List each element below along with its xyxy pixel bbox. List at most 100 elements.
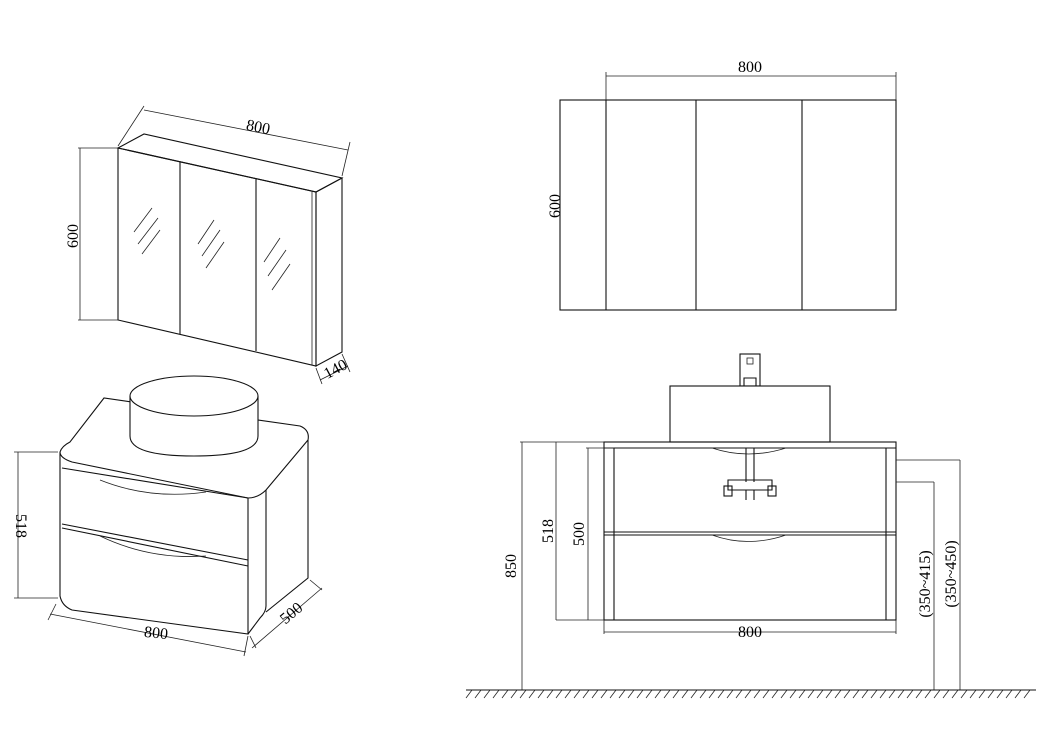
siphon-height-label-2: (350~450) [943, 540, 960, 607]
floor-hatch-line [708, 689, 716, 699]
vanity-cabinet-height-label: 518 [540, 519, 557, 543]
floor-hatch-line [564, 689, 572, 699]
vanity-front: 800 850 518 500 (350~415) (350~450) [465, 353, 1036, 699]
mirror-cabinet-front: 800 600 [547, 59, 897, 311]
floor-hatch-line [591, 689, 599, 699]
floor-hatch-line [519, 689, 527, 699]
floor-hatch-line [843, 689, 851, 699]
vanity-iso-depth-dimension: 500 [249, 579, 323, 649]
floor-hatch-line [987, 689, 995, 699]
floor-hatch-line [555, 689, 563, 699]
floor-hatch-line [609, 689, 617, 699]
floor-hatch-line [852, 689, 860, 699]
mirror-front-outline [559, 99, 897, 311]
floor-hatch-line [870, 689, 878, 699]
mirror-front-width-label: 800 [738, 59, 762, 76]
mirror-front-height-label: 600 [547, 194, 564, 218]
floor-hatch-line [771, 689, 779, 699]
floor-hatch-line [807, 689, 815, 699]
floor-hatch-line [951, 689, 959, 699]
mirror-front-height-dimension: 600 [547, 194, 564, 218]
mirror-iso-height-dimension: 600 [65, 147, 118, 321]
floor-hatch-line [879, 689, 887, 699]
floor-hatch-line [906, 689, 914, 699]
floor-hatch-line [744, 689, 752, 699]
vanity-iso-height-label: 518 [12, 514, 29, 538]
floor-hatch-line [996, 689, 1004, 699]
vanity-front-width-label: 800 [738, 624, 762, 641]
floor-hatch-line [627, 689, 635, 699]
floor-hatch-line [645, 689, 653, 699]
floor-hatch-line [978, 689, 986, 699]
floor-hatch-line [1005, 689, 1013, 699]
floor-hatch-line [726, 689, 734, 699]
vanity-front-width-dimension: 800 [603, 620, 897, 641]
drain-trap [723, 448, 777, 500]
floor-hatch-line [861, 689, 869, 699]
floor-hatch-line [483, 689, 491, 699]
floor-hatch-line [1014, 689, 1022, 699]
floor-hatch-line [600, 689, 608, 699]
mirror-iso-width-label: 800 [245, 117, 272, 138]
mirror-reflection-marks [133, 207, 291, 291]
floor-hatch-line [636, 689, 644, 699]
floor-hatch-line [762, 689, 770, 699]
floor-hatch-line [798, 689, 806, 699]
floor-hatch-line [672, 689, 680, 699]
floor-hatch-line [915, 689, 923, 699]
floor-hatch-line [510, 689, 518, 699]
floor-hatch-line [663, 689, 671, 699]
siphon-height-label-1: (350~415) [917, 550, 934, 617]
faucet [739, 353, 761, 387]
floor-hatch-line [933, 689, 941, 699]
floor-hatch-line [573, 689, 581, 699]
floor-hatch-line [834, 689, 842, 699]
floor-hatch-line [546, 689, 554, 699]
floor-hatch-line [465, 689, 473, 699]
mirror-cabinet-body [116, 133, 344, 367]
floor-hatch-line [924, 689, 932, 699]
vanity-cabinet-height-dimension: 518 [540, 442, 604, 621]
floor-hatch-line [780, 689, 788, 699]
vanity-total-height-dimension: 850 [503, 441, 604, 690]
floor-hatch-line [537, 689, 545, 699]
floor-hatch-line [717, 689, 725, 699]
floor-hatch-line [888, 689, 896, 699]
floor-hatch-line [690, 689, 698, 699]
mirror-iso-width-dimension: 800 [117, 105, 351, 177]
vanity-drawer-height-dimension: 500 [571, 447, 614, 620]
mirror-iso-height-label: 600 [65, 224, 82, 248]
vanity-iso-width-label: 800 [143, 624, 169, 643]
mirror-front-width-dimension: 800 [605, 59, 897, 100]
floor-hatch-line [753, 689, 761, 699]
floor-hatch-line [654, 689, 662, 699]
basin-front [669, 385, 831, 443]
vanity-drawer-height-label: 500 [571, 522, 588, 546]
vanity-isometric: 518 800 500 [12, 375, 323, 657]
vessel-basin [129, 375, 259, 457]
floor-hatch-line [825, 689, 833, 699]
floor-hatch-line [501, 689, 509, 699]
floor-hatch-line [492, 689, 500, 699]
floor-hatch-line [960, 689, 968, 699]
floor-hatch-line [474, 689, 482, 699]
floor-hatch-line [969, 689, 977, 699]
floor-hatch-line [897, 689, 905, 699]
floor-hatch-line [681, 689, 689, 699]
vanity-total-height-label: 850 [503, 554, 520, 578]
vanity-cabinet-body [59, 397, 309, 635]
mirror-cabinet-isometric: 800 600 140 [65, 105, 351, 385]
floor-hatch-line [699, 689, 707, 699]
vanity-iso-width-dimension: 800 [47, 603, 249, 657]
floor-hatch-line [1023, 689, 1031, 699]
floor-hatch-line [816, 689, 824, 699]
floor-hatch-line [582, 689, 590, 699]
mirror-iso-depth-dimension: 140 [315, 353, 351, 385]
floor-hatch-line [618, 689, 626, 699]
floor-line [465, 689, 1036, 699]
cabinet-front-body [603, 441, 897, 621]
floor-hatch-line [942, 689, 950, 699]
siphon-height-dimensions: (350~415) (350~450) [896, 459, 961, 690]
vanity-iso-depth-label: 500 [277, 599, 306, 627]
